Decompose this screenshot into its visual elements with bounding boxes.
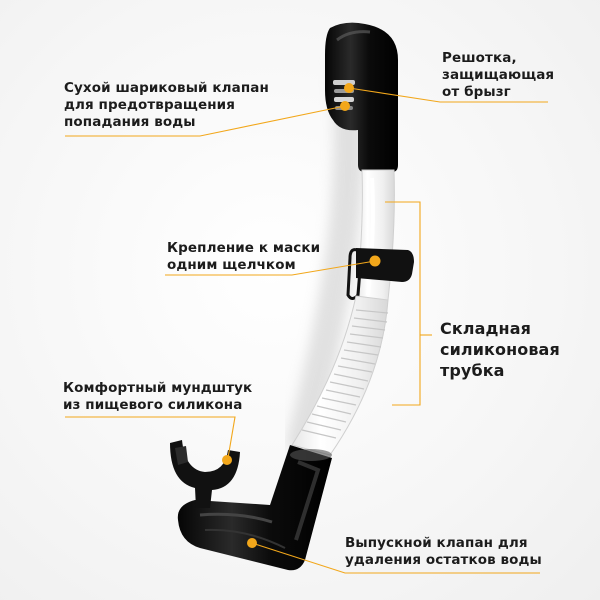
- callout-lines: [65, 87, 548, 574]
- callout-mask-clip: Крепление к маски одним щелчком: [167, 240, 321, 273]
- callout-splash-guard: Решотка, защищающая от брызг: [442, 50, 555, 100]
- callout-mouthpiece: Комфортный мундштук из пищевого силикона: [63, 380, 253, 413]
- callout-purge-valve: Выпускной клапан для удаления остатков в…: [345, 535, 542, 568]
- dry-top-valve: [325, 22, 398, 172]
- dot-dry-valve: [340, 101, 350, 111]
- dot-mouthpiece: [222, 455, 232, 465]
- callout-folding-tube: Складная силиконовая трубка: [440, 319, 560, 380]
- mouthpiece-part: [170, 440, 240, 508]
- dot-splash-guard: [344, 83, 354, 93]
- purge-valve-body: [177, 445, 332, 571]
- callout-dry-valve: Сухой шариковый клапан для предотвращени…: [64, 80, 269, 130]
- dot-purge-valve: [247, 538, 257, 548]
- callout-dots: [222, 83, 381, 548]
- dot-mask-clip: [369, 255, 381, 267]
- corrugated-tube: [291, 295, 389, 456]
